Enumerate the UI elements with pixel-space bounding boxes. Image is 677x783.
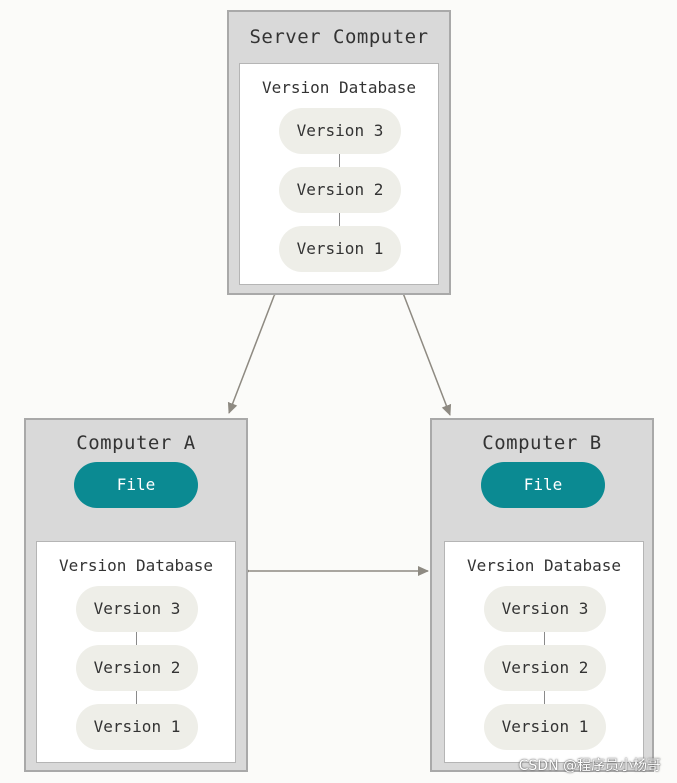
computer-a-version-database: Version Database Version 3 Version 2 Ver… bbox=[36, 541, 236, 763]
computer-b-version-database: Version Database Version 3 Version 2 Ver… bbox=[444, 541, 644, 763]
version-3-pill: Version 3 bbox=[279, 108, 401, 154]
computer-b-title: Computer B bbox=[482, 432, 602, 454]
version-database-title: Version Database bbox=[466, 556, 622, 575]
version-2-pill: Version 2 bbox=[484, 645, 606, 691]
version-3-pill: Version 3 bbox=[76, 586, 198, 632]
version-1-pill: Version 1 bbox=[484, 704, 606, 750]
computer-b-box: Computer B File Version Database Version… bbox=[430, 418, 654, 772]
version-2-pill: Version 2 bbox=[279, 167, 401, 213]
computer-a-title: Computer A bbox=[76, 432, 196, 454]
server-computer-box: Server Computer Version Database Version… bbox=[227, 10, 451, 295]
arrow-server-computer-a bbox=[227, 284, 283, 414]
version-database-title: Version Database bbox=[261, 78, 417, 97]
version-1-pill: Version 1 bbox=[76, 704, 198, 750]
version-3-pill: Version 3 bbox=[484, 586, 606, 632]
server-computer-title: Server Computer bbox=[249, 26, 429, 48]
version-database-title: Version Database bbox=[58, 556, 214, 575]
version-2-pill: Version 2 bbox=[76, 645, 198, 691]
csdn-watermark: CSDN @程序员小杨哥 bbox=[518, 758, 661, 774]
computer-b-file: File bbox=[481, 462, 605, 508]
server-version-database: Version Database Version 3 Version 2 Ver… bbox=[239, 63, 439, 285]
arrow-server-computer-b bbox=[394, 281, 452, 416]
version-1-pill: Version 1 bbox=[279, 226, 401, 272]
computer-a-file: File bbox=[74, 462, 198, 508]
computer-a-box: Computer A File Version Database Version… bbox=[24, 418, 248, 772]
